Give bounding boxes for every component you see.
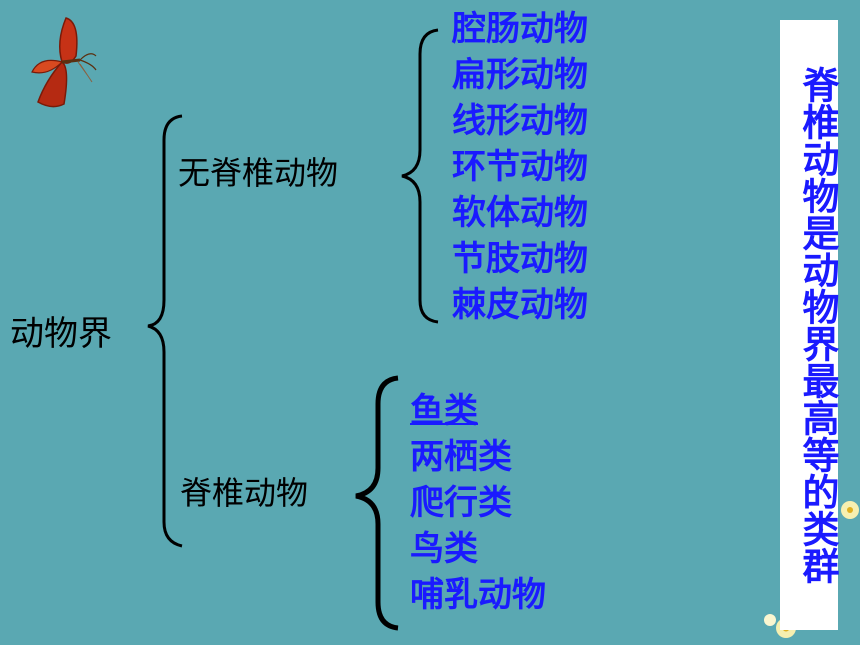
invertebrate-item: 腔肠动物: [452, 9, 588, 49]
butterfly-icon: [31, 17, 97, 108]
vertebrate-item: 哺乳动物: [410, 575, 546, 615]
vertebrate-item: 鸟类: [410, 529, 478, 569]
vertebrate-item: 两栖类: [410, 437, 512, 477]
invertebrate-label: 无脊椎动物: [178, 154, 339, 192]
invertebrate-brace: [401, 28, 439, 324]
side-note-text: 脊椎动物是动物界最高等的类群: [796, 66, 839, 584]
invertebrate-item: 扁形动物: [452, 55, 588, 95]
vertebrate-item-link[interactable]: 鱼类: [410, 391, 478, 431]
side-note-box: 脊椎动物是动物界最高等的类群: [780, 20, 839, 630]
invertebrate-item: 棘皮动物: [452, 285, 588, 325]
invertebrate-item: 线形动物: [452, 101, 588, 141]
root-brace: [147, 114, 183, 548]
vertebrate-brace: [355, 375, 399, 631]
invertebrate-item: 软体动物: [452, 193, 588, 233]
vertebrate-item: 爬行类: [410, 483, 512, 523]
root-label: 动物界: [10, 314, 112, 354]
vertebrate-label: 脊椎动物: [180, 474, 309, 512]
invertebrate-item: 环节动物: [452, 147, 588, 187]
invertebrate-item: 节肢动物: [452, 239, 588, 279]
